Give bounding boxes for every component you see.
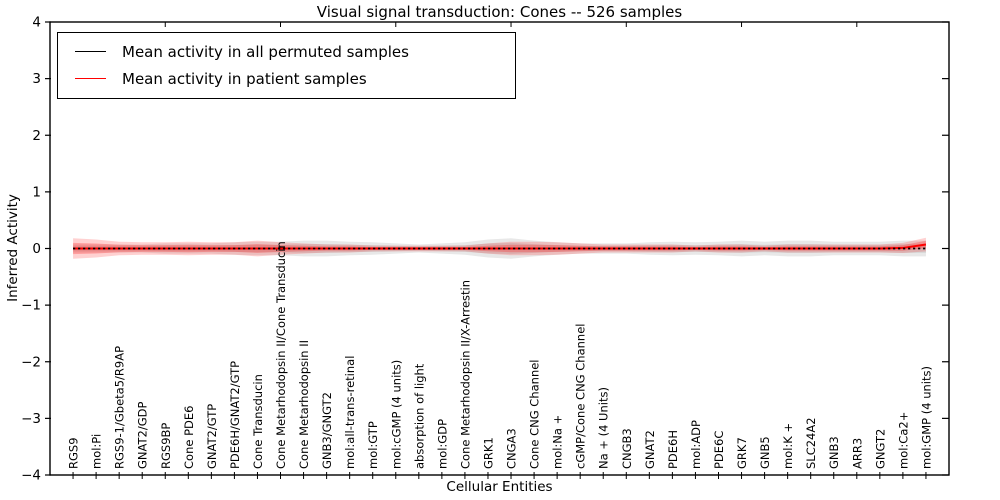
x-tick-label: GRK7: [735, 437, 749, 469]
y-tick-label: 3: [32, 71, 41, 87]
x-tick-label: mol:ADP: [689, 420, 703, 469]
y-tick-label: 2: [32, 128, 41, 144]
x-tick-label: Na + (4 Units): [597, 387, 611, 469]
chart-title: Visual signal transduction: Cones -- 526…: [316, 3, 683, 21]
x-tick-label: mol:Ca2+: [896, 412, 910, 469]
legend-line-patient-icon: [75, 78, 106, 79]
y-axis-label: Inferred Activity: [5, 194, 21, 302]
x-tick-label: CNGB3: [620, 428, 634, 469]
legend-item-permuted: Mean activity in all permuted samples: [58, 38, 515, 65]
x-tick-label: Cone CNG Channel: [528, 360, 542, 470]
x-tick-label: Cone Metarhodopsin II/Cone Transducin: [274, 241, 288, 469]
x-tick-label: GNAT2: [643, 430, 657, 469]
x-tick-label: GNAT2/GDP: [136, 402, 150, 469]
x-tick-label: PDE6H: [666, 430, 680, 469]
x-tick-label: mol:GTP: [366, 421, 380, 469]
y-tick-label: 1: [32, 184, 41, 200]
x-tick-label: RGS9-1/Gbeta5/R9AP: [113, 346, 127, 469]
x-tick-label: RGS9: [67, 437, 81, 469]
patient-band-inner: [73, 240, 926, 255]
x-axis-label: Cellular Entities: [446, 479, 553, 495]
x-tick-label: ARR3: [850, 438, 864, 469]
legend-line-permuted-icon: [75, 51, 106, 52]
x-tick-label: Cone PDE6: [182, 406, 196, 469]
x-tick-label: Cone Metarhodopsin II/X-Arrestin: [458, 280, 472, 469]
x-tick-label: mol:GMP (4 units): [919, 366, 933, 469]
x-tick-label: GNB5: [758, 436, 772, 469]
y-tick-label: 4: [32, 15, 41, 31]
y-tick-label: −4: [21, 468, 41, 484]
legend: Mean activity in all permuted samples Me…: [57, 32, 516, 99]
y-tick-label: 0: [32, 241, 41, 257]
legend-label-permuted: Mean activity in all permuted samples: [122, 42, 409, 61]
x-tick-label: CNGA3: [505, 428, 519, 469]
x-tick-label: mol:cGMP (4 units): [389, 360, 403, 469]
x-tick-label: mol:Na +: [551, 415, 565, 469]
x-tick-label: mol:Pi: [90, 434, 104, 469]
x-tick-label: GNB3: [827, 436, 841, 469]
legend-item-patient: Mean activity in patient samples: [58, 65, 515, 92]
x-tick-label: PDE6C: [712, 431, 726, 469]
x-tick-label: GNB3/GNGT2: [320, 392, 334, 469]
x-tick-label: absorption of light: [412, 363, 426, 469]
x-tick-label: mol:K +: [781, 423, 795, 469]
legend-label-patient: Mean activity in patient samples: [122, 69, 367, 88]
y-tick-label: −3: [21, 411, 41, 427]
x-tick-label: mol:GDP: [435, 419, 449, 469]
x-tick-label: RGS9BP: [159, 423, 173, 469]
x-tick-label: GNGT2: [873, 429, 887, 469]
x-tick-label: mol:all-trans-retinal: [343, 356, 357, 469]
x-tick-label: cGMP/Cone CNG Channel: [574, 324, 588, 469]
x-tick-label: PDE6H/GNAT2/GTP: [228, 361, 242, 469]
x-tick-label: GRK1: [481, 437, 495, 469]
x-tick-label: SLC24A2: [804, 417, 818, 469]
x-tick-label: Cone Transducin: [251, 374, 265, 469]
x-tick-label: GNAT2/GTP: [205, 404, 219, 469]
x-tick-label: Cone Metarhodopsin II: [297, 340, 311, 469]
y-tick-label: −1: [21, 298, 41, 314]
y-tick-label: −2: [21, 354, 41, 370]
